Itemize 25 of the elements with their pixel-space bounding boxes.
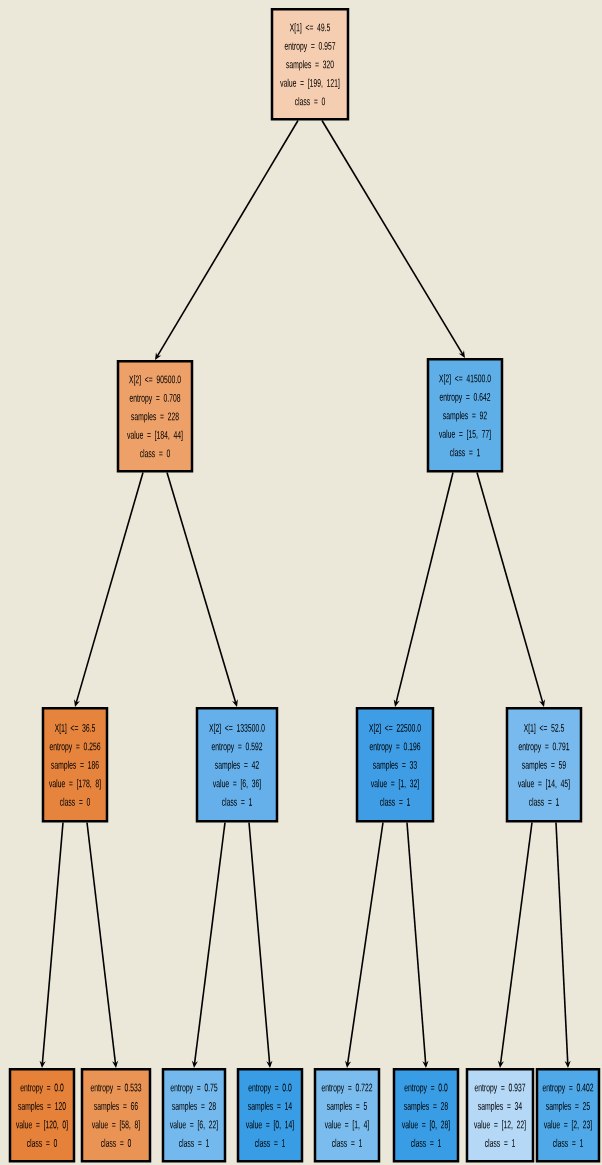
tree-node-box: X[1] <= 36.5 entropy = 0.256 samples = 186 value = [178, 8] class = 0 [41,707,109,823]
tree-node-box: X[2] <= 90500.0 entropy = 0.708 samples = 228 value = [184, 44] class = 0 [116,360,194,473]
arrow [406,821,429,1068]
tree-node-box: X[1] <= 49.5 entropy = 0.957 samples = 320 value = [199, 121] class = 0 [270,8,350,121]
arrow [74,471,144,707]
arrow [155,119,299,360]
tree-node-box: entropy = 0.0 samples = 120 value = [120, 0] class = 0 [8,1068,76,1163]
tree-node-box: entropy = 0.0 samples = 28 value = [0, 28] class = 1 [392,1068,460,1163]
tree-node-box: X[1] <= 52.5 entropy = 0.791 samples = 59 value = [14, 45] class = 1 [505,707,583,823]
arrow [321,119,465,358]
tree-node-box: X[2] <= 22500.0 entropy = 0.196 samples = 33 value = [1, 32] class = 1 [355,707,435,823]
tree-node-box: X[2] <= 41500.0 entropy = 0.642 samples = 92 value = [15, 77] class = 1 [426,358,504,473]
tree-node-box: entropy = 0.937 samples = 34 value = [12, 22] class = 1 [465,1068,535,1163]
arrow [166,471,238,707]
arrow [248,821,273,1068]
arrow [476,471,545,707]
arrow [555,821,571,1068]
arrow [86,821,119,1068]
tree-node-box: entropy = 0.722 samples = 5 value = [1, 4] class = 1 [313,1068,381,1163]
arrow [345,821,384,1068]
tree-node-box: entropy = 0.533 samples = 66 value = [58, 8] class = 0 [80,1068,152,1163]
tree-node-box: entropy = 0.402 samples = 25 value = [2, 23] class = 1 [535,1068,601,1163]
tree-node-box: entropy = 0.75 samples = 28 value = [6, 22] class = 1 [161,1068,227,1163]
tree-node-box: X[2] <= 133500.0 entropy = 0.592 samples = 42 value = [6, 36] class = 1 [195,707,279,823]
tree-node-box: entropy = 0.0 samples = 14 value = [0, 14] class = 1 [236,1068,304,1163]
